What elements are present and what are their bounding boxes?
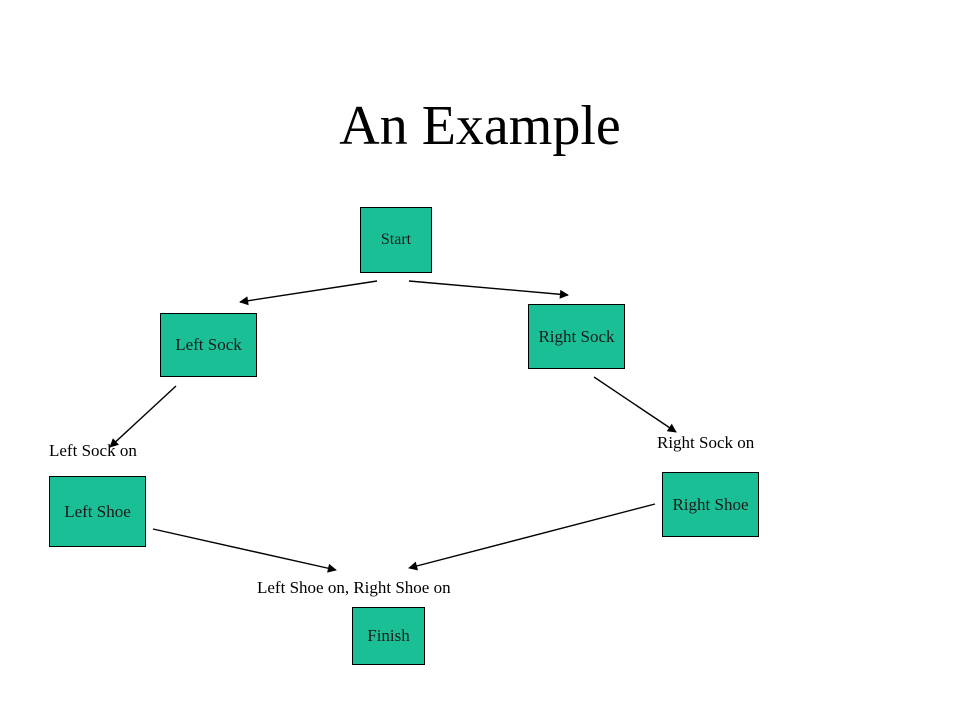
edge-left-shoe-to-finish (152, 528, 337, 573)
node-finish: Finish (352, 607, 425, 665)
node-left-sock: Left Sock (160, 313, 257, 377)
edge-start-to-right-sock (408, 280, 569, 299)
node-right-sock: Right Sock (528, 304, 625, 369)
node-left-shoe: Left Shoe (49, 476, 146, 547)
node-right-shoe: Right Shoe (662, 472, 759, 537)
edge-left-sock-to-left-shoe (109, 385, 177, 448)
node-start: Start (360, 207, 432, 273)
state-right-sock-on: Right Sock on (657, 433, 755, 452)
slide-title: An Example (339, 95, 621, 157)
edge-start-to-left-sock (239, 280, 378, 306)
edge-right-shoe-to-finish (408, 503, 656, 571)
edge-right-sock-to-right-shoe (593, 376, 677, 433)
state-shoes-on: Left Shoe on, Right Shoe on (257, 578, 451, 597)
state-left-sock-on: Left Sock on (49, 441, 137, 460)
